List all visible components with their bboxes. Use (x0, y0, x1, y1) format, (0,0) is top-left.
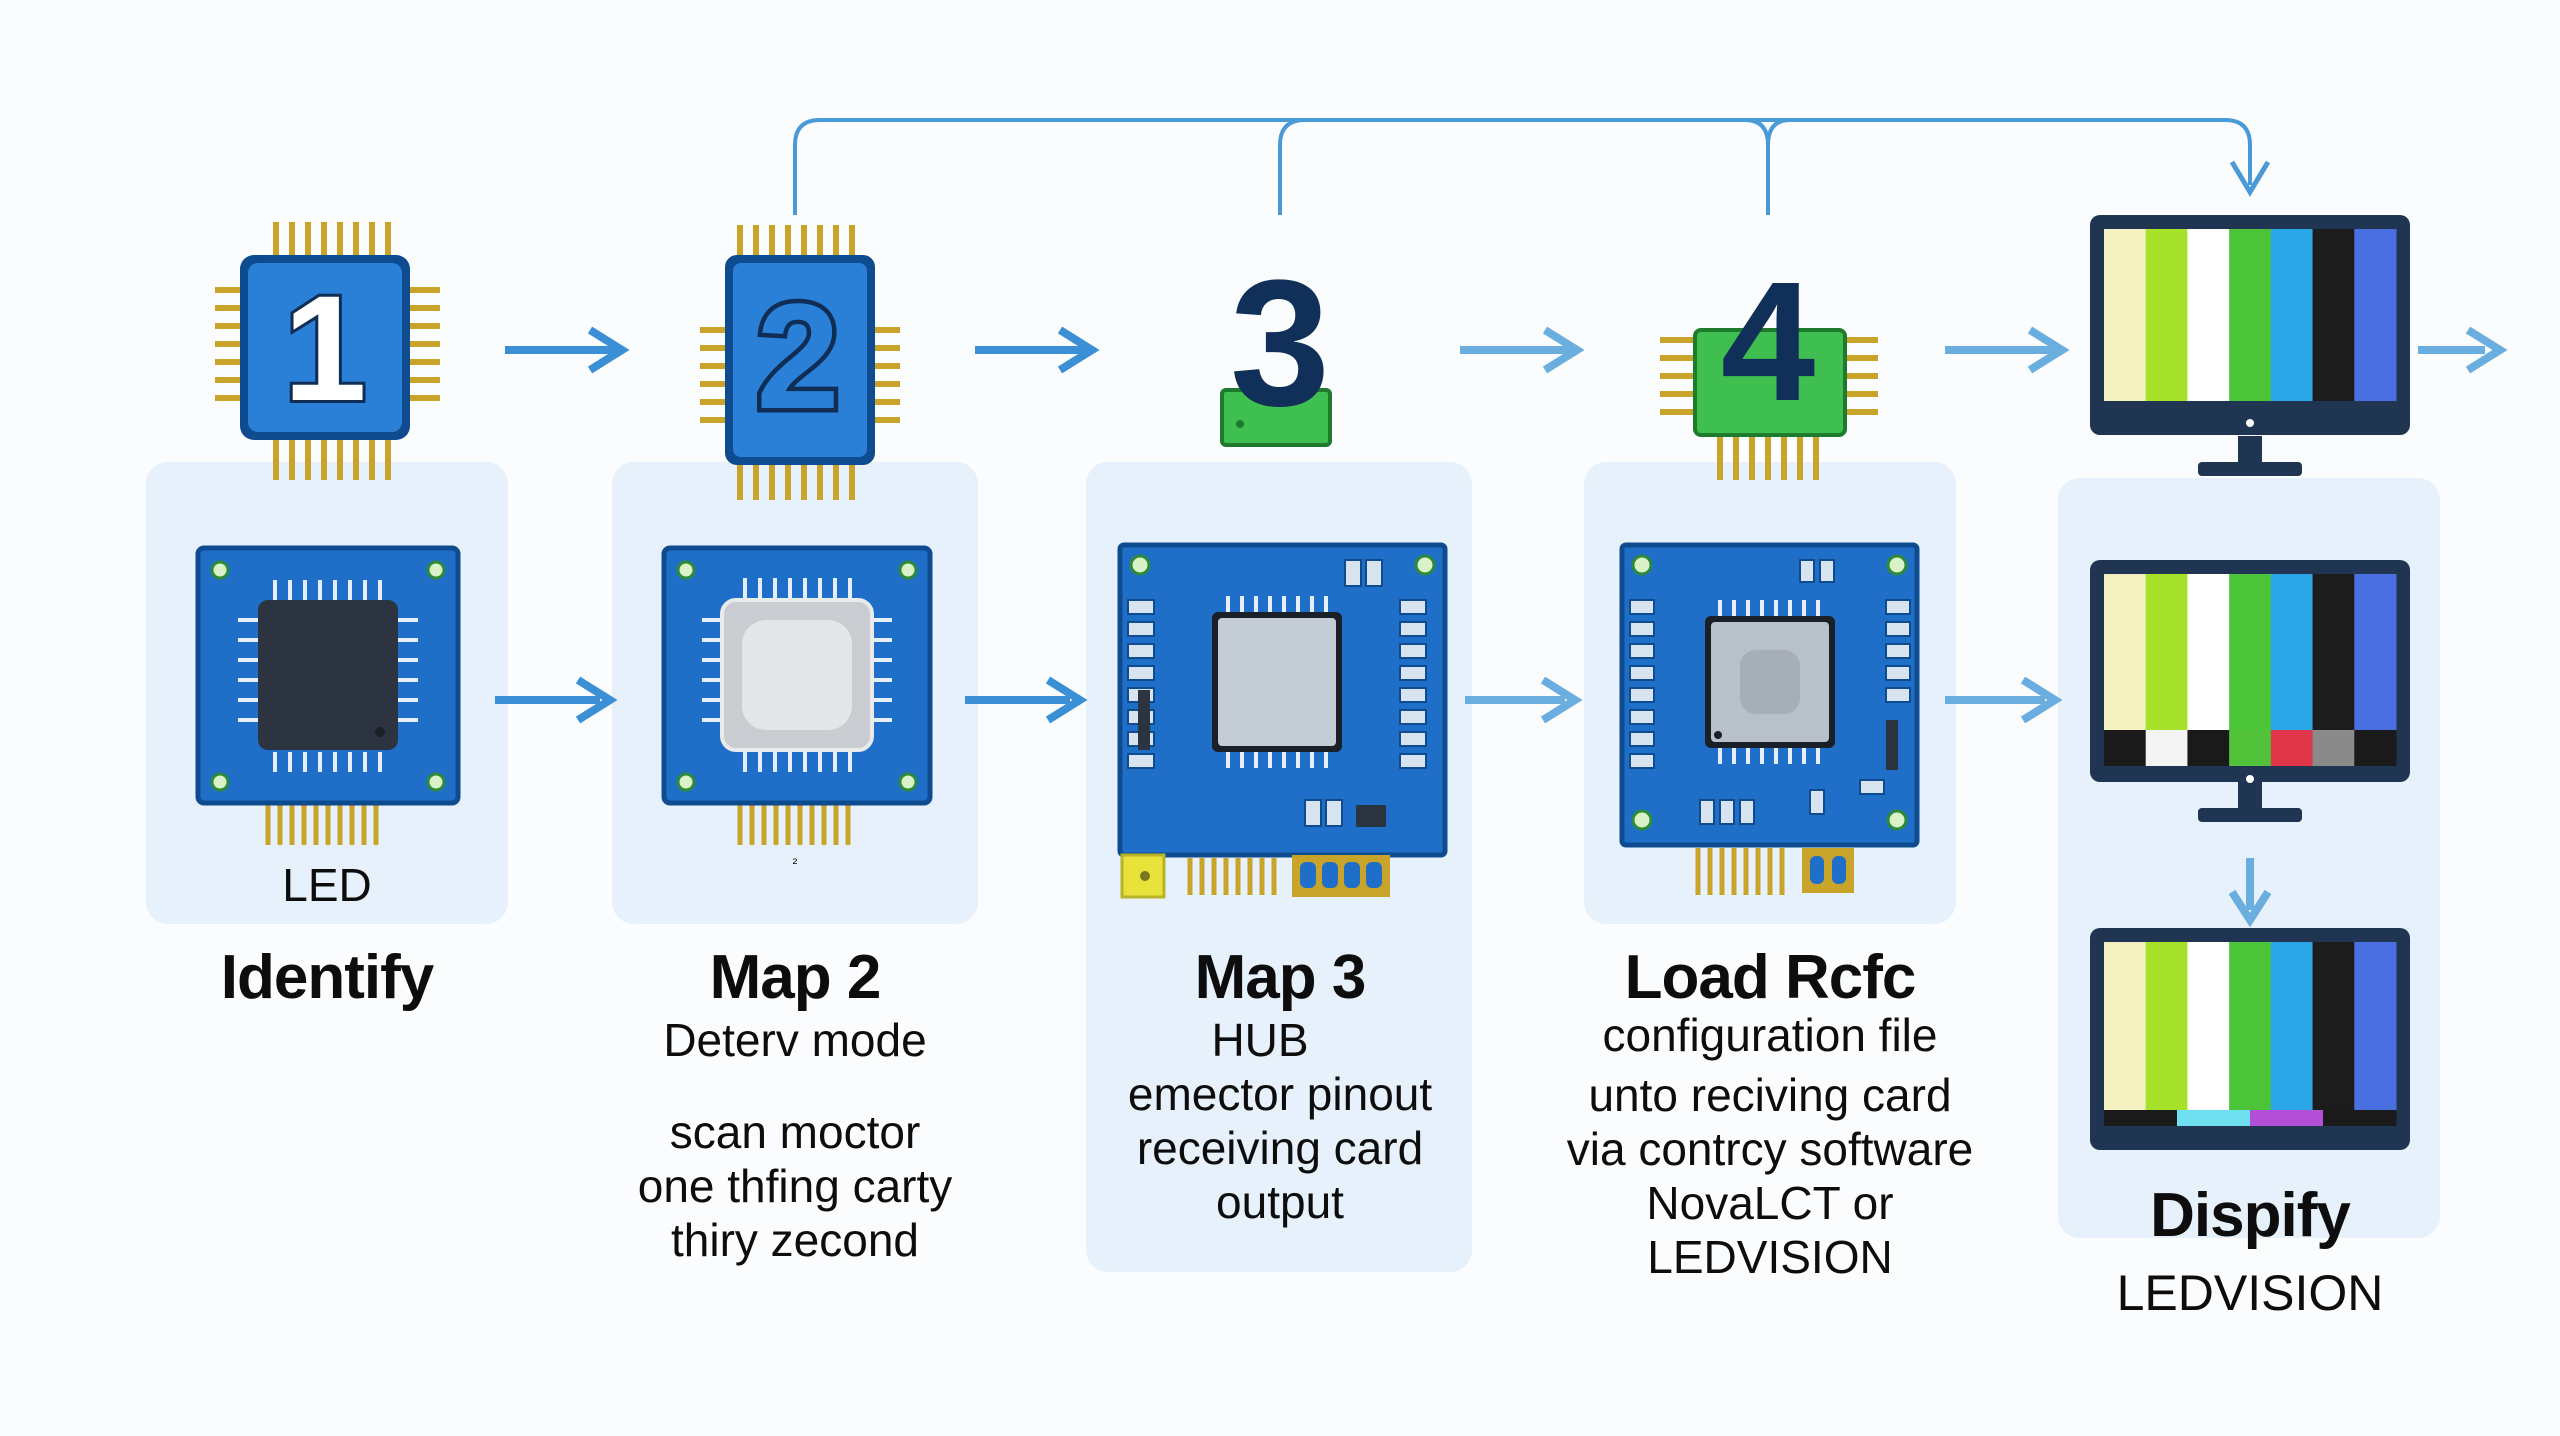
arrow-icon (1045, 676, 1088, 724)
test-bar (2229, 730, 2272, 766)
pcb-icon-1 (195, 545, 461, 845)
step-title-3: Map 3 (1194, 943, 1367, 1012)
test-bar (2270, 730, 2314, 766)
test-bar (2145, 574, 2188, 730)
arrow-icon (2020, 676, 2063, 724)
step-line-3-4: output (1216, 1176, 1344, 1228)
step-number-2: 2 (756, 272, 839, 440)
test-bar (2354, 730, 2397, 766)
step-line-3-1: HUB (1211, 1014, 1309, 1066)
test-bar (2187, 229, 2230, 401)
step-line-3-3: receiving card (1136, 1122, 1424, 1174)
step-line-2-3: scan moctor (669, 1106, 921, 1158)
step-line-2-1: Deterv mode (663, 1014, 927, 1066)
test-bar (2104, 229, 2147, 401)
test-bar (2145, 730, 2188, 766)
step-caption-2: ² (792, 855, 798, 871)
step-line-3-2: emector pinout (1127, 1068, 1433, 1120)
monitor-icon-1 (2090, 215, 2410, 476)
test-bar (2104, 1110, 2178, 1126)
step-line-4-1: configuration file (1602, 1009, 1938, 1061)
step-title-4: Load Rcfc (1624, 943, 1917, 1012)
arrow-icon (2465, 326, 2508, 374)
test-bar (2229, 229, 2272, 401)
test-bar (2145, 229, 2188, 401)
pcb-icon-4 (1619, 542, 1920, 895)
arrow-icon (1057, 326, 1100, 374)
test-bar (2270, 229, 2314, 401)
arrow-icon (575, 676, 618, 724)
test-bar (2187, 942, 2230, 1110)
step-line-4-3: via contrcy software (1566, 1123, 1974, 1175)
arrow-icon (2228, 889, 2272, 928)
step-line-2-4: one thfing carty (637, 1160, 953, 1212)
test-bar (2104, 942, 2147, 1110)
top-connector-arrowhead (2229, 160, 2271, 197)
test-bar (2177, 1110, 2251, 1126)
test-bar (2312, 730, 2355, 766)
test-bar (2323, 1110, 2397, 1126)
arrows-bottom-row (495, 676, 2272, 928)
pcb-icon-3 (1117, 542, 1448, 899)
test-bar (2187, 730, 2230, 766)
monitor-icon-2 (2090, 560, 2410, 822)
step-title-2: Map 2 (709, 943, 882, 1012)
chip-icon-2: 2 (700, 225, 900, 500)
monitor-icon-3 (2090, 928, 2410, 1150)
test-bar (2354, 229, 2397, 401)
step-line-4-4: NovaLCT or (1646, 1177, 1894, 1229)
arrow-icon (2027, 326, 2070, 374)
test-bar (2354, 942, 2397, 1110)
test-bar (2229, 942, 2272, 1110)
test-bar (2250, 1110, 2324, 1126)
display-subtitle: LEDVISION (2116, 1265, 2384, 1321)
test-bar (2187, 574, 2230, 730)
step-line-4-5: LEDVISION (1647, 1231, 1893, 1283)
step-number-1: 1 (283, 264, 366, 432)
step-title-1: Identify (220, 943, 434, 1012)
step-caption-1: LED (282, 859, 372, 911)
arrow-icon (1542, 326, 1585, 374)
arrow-icon (1540, 676, 1583, 724)
test-bar (2104, 730, 2147, 766)
test-bar (2312, 942, 2355, 1110)
step-line-4-2: unto reciving card (1588, 1069, 1952, 1121)
test-bar (2354, 574, 2397, 730)
step-line-2-5: thiry zecond (670, 1214, 919, 1266)
chip-icon-3: 3 (1220, 243, 1332, 447)
test-bar (2104, 574, 2147, 730)
display-title: Dispify (2150, 1181, 2351, 1250)
test-bar (2312, 229, 2355, 401)
arrow-icon (587, 326, 630, 374)
arrows-top-row (505, 326, 2508, 374)
test-bar (2229, 574, 2272, 730)
top-connector (793, 118, 2252, 215)
step-number-3: 3 (1230, 243, 1330, 444)
step-number-4: 4 (1721, 247, 1816, 437)
test-bar (2270, 942, 2314, 1110)
test-bar (2312, 574, 2355, 730)
chip-icon-1: 1 (215, 222, 440, 480)
pcb-icon-2 (661, 545, 933, 845)
chip-icon-4: 4 (1660, 247, 1878, 480)
test-bar (2270, 574, 2314, 730)
test-bar (2145, 942, 2188, 1110)
